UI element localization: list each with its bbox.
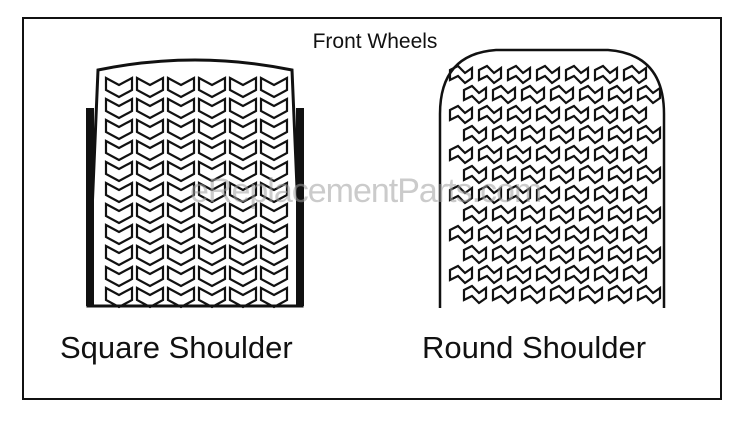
- diagram-frame: [22, 17, 722, 400]
- round-shoulder-label: Round Shoulder: [422, 330, 647, 365]
- square-shoulder-label: Square Shoulder: [60, 330, 293, 365]
- watermark-text: eReplacementParts.com: [190, 172, 542, 210]
- round-shoulder-tire-icon: [438, 48, 666, 308]
- square-shoulder-tire-icon: [86, 58, 304, 309]
- diagram-title: Front Wheels: [312, 30, 438, 53]
